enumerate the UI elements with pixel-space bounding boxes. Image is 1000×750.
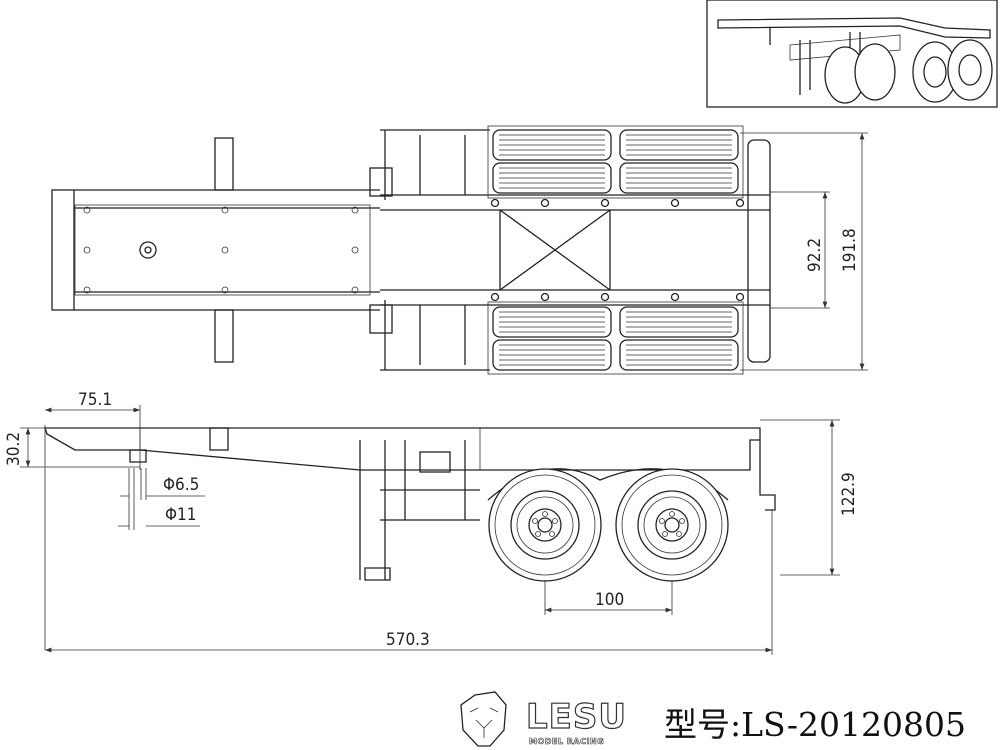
dim-inner-frame-width: 92.2 <box>805 238 825 272</box>
dimension-labels: 75.1 30.2 Φ6.5 Φ11 100 570.3 122.9 92.2 … <box>4 228 860 650</box>
model-number: 型号:LS-20120805 <box>664 705 966 744</box>
dim-axle-spacing: 100 <box>595 590 624 610</box>
brand-logo: LESU <box>525 696 627 737</box>
dim-overall-width: 191.8 <box>840 228 860 272</box>
brand-subtitle: MODEL RACING <box>529 737 605 747</box>
dim-overall-height: 122.9 <box>839 472 859 516</box>
dimension-lines <box>20 132 868 655</box>
top-view <box>51 125 771 375</box>
inset-perspective-view <box>706 0 998 108</box>
dim-kingpin-small-dia: Φ6.5 <box>163 475 199 495</box>
lion-logo-icon <box>460 691 507 747</box>
dim-gooseneck-height: 30.2 <box>4 432 24 466</box>
side-view <box>44 427 776 582</box>
dim-overall-length: 570.3 <box>386 630 430 650</box>
dim-gooseneck-length: 75.1 <box>78 390 112 410</box>
dim-kingpin-large-dia: Φ11 <box>165 505 197 525</box>
